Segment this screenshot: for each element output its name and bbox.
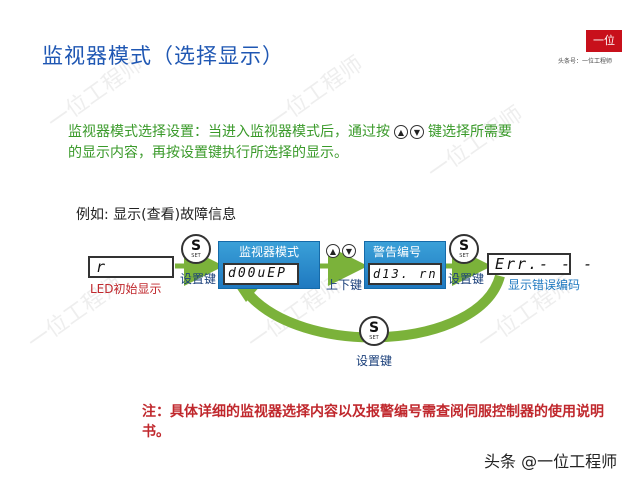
intro-line1-after: 键选择所需要 (428, 124, 512, 140)
brand-logo: 一位 (586, 30, 622, 52)
page-title: 监视器模式（选择显示） (42, 44, 284, 68)
set-button-icon: S SET (359, 316, 389, 346)
brand-subtitle: 头条号：一位工程师 (558, 58, 613, 65)
updown-key-label: 上下键 (326, 278, 363, 292)
updown-keys: ▲ ▼ (326, 244, 356, 258)
set-key-label: 设置键 (448, 272, 485, 286)
alarm-code-display: d13. rn (368, 263, 442, 285)
alarm-code-header: 警告编号 (373, 245, 422, 259)
intro-paragraph: 监视器模式选择设置：当进入监视器模式后，通过按 ▲▼ 键选择所需要 的显示内容，再按… (68, 122, 588, 164)
monitor-mode-display: d00uEP (223, 263, 299, 285)
monitor-mode-box: 监视器模式 d00uEP (218, 241, 320, 289)
set-button-icon: S SET (449, 234, 479, 264)
set-sub: SET (369, 335, 379, 341)
alarm-code-box: 警告编号 d13. rn (364, 241, 446, 289)
intro-line2: 的显示内容，再按设置键执行所选择的显示。 (68, 145, 348, 161)
down-arrow-icon: ▼ (410, 125, 424, 139)
example-heading: 例如: 显示(查看)故障信息 (76, 207, 237, 223)
set-key-label: 设置键 (180, 272, 217, 286)
up-arrow-icon: ▲ (326, 244, 340, 258)
note-text: 注：具体详细的监视器选择内容以及报警编号需查阅伺服控制器的使用说明书。 (142, 404, 604, 440)
credit-text: 头条 @一位工程师 (484, 452, 618, 471)
set-sub: SET (191, 253, 201, 259)
monitor-mode-header: 监视器模式 (238, 245, 299, 259)
error-code-label: 显示错误编码 (508, 278, 581, 292)
led-initial-label: LED初始显示 (90, 282, 162, 296)
set-sub: SET (459, 253, 469, 259)
error-display: Err.- - - (487, 253, 592, 275)
set-letter: S (190, 238, 202, 254)
up-arrow-icon: ▲ (394, 125, 408, 139)
set-button-icon: S SET (181, 234, 211, 264)
set-letter: S (458, 238, 470, 254)
intro-line1-before: 监视器模式选择设置：当进入监视器模式后，通过按 (68, 124, 390, 140)
set-letter: S (368, 320, 380, 336)
led-initial-display: r 0 (88, 256, 226, 278)
down-arrow-icon: ▼ (342, 244, 356, 258)
return-set-key-label: 设置键 (356, 354, 393, 368)
intro-updown-keys: ▲▼ (394, 125, 424, 139)
